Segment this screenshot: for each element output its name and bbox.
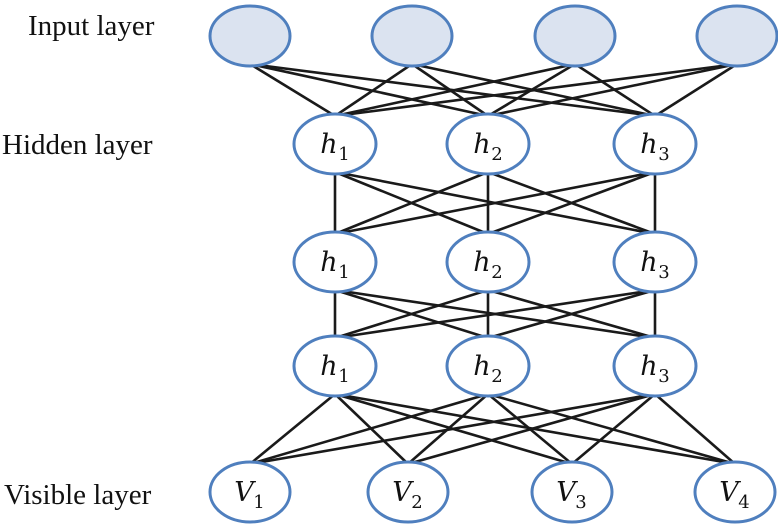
hidden2-node-subscript: 1 bbox=[338, 262, 349, 283]
edge-input-4-hidden1-3 bbox=[654, 62, 738, 118]
edge-hidden2-2-hidden3-1 bbox=[334, 288, 489, 340]
visible-layer-label: Visible layer bbox=[4, 479, 152, 511]
hidden1-node-circle bbox=[445, 112, 531, 176]
hidden2-node-circle bbox=[445, 230, 531, 294]
input-node-circle bbox=[208, 4, 292, 68]
hidden3-node-subscript: 3 bbox=[658, 366, 669, 387]
edge-input-4-hidden1-2 bbox=[487, 62, 738, 118]
hidden2-node-subscript: 3 bbox=[658, 262, 669, 283]
edge-hidden3-3-visible-3 bbox=[571, 393, 656, 465]
edge-hidden3-2-visible-1 bbox=[249, 392, 489, 466]
visible-node-label: V bbox=[234, 477, 256, 508]
hidden2-node-label: h bbox=[320, 247, 337, 278]
hidden1-node-label: h bbox=[473, 129, 490, 160]
edge-hidden2-3-hidden3-2 bbox=[487, 288, 656, 340]
input-node-4 bbox=[695, 4, 778, 68]
edge-hidden3-3-visible-2 bbox=[407, 392, 656, 466]
edge-input-1-hidden1-2 bbox=[249, 62, 489, 118]
hidden2-node-subscript: 2 bbox=[491, 262, 502, 283]
hidden1-node-subscript: 2 bbox=[491, 144, 502, 165]
hidden1-node-label: h bbox=[320, 129, 337, 160]
input-node-2 bbox=[370, 4, 454, 68]
hidden3-node-circle bbox=[445, 334, 531, 398]
edge-hidden1-3-hidden2-1 bbox=[334, 170, 656, 236]
visible-node-circle bbox=[530, 460, 614, 524]
input-node-3 bbox=[533, 4, 617, 68]
hidden-layer-label: Hidden layer bbox=[2, 129, 153, 161]
input-node-circle bbox=[695, 4, 778, 68]
hidden3-node-subscript: 1 bbox=[338, 366, 349, 387]
input-node-circle bbox=[370, 4, 454, 68]
edge-hidden1-3-hidden2-2 bbox=[487, 170, 656, 236]
hidden3-node-circle bbox=[292, 334, 378, 398]
visible-node-circle bbox=[208, 460, 292, 524]
hidden1-node-circle bbox=[292, 112, 378, 176]
visible-node-subscript: 3 bbox=[575, 492, 586, 513]
hidden1-node-circle bbox=[612, 112, 698, 176]
hidden1-node-subscript: 1 bbox=[338, 144, 349, 165]
input-node-circle bbox=[533, 4, 617, 68]
visible-node-label: V bbox=[392, 477, 414, 508]
hidden2-node-label: h bbox=[473, 247, 490, 278]
input-layer-label: Input layer bbox=[28, 10, 155, 42]
edge-input-1-hidden1-1 bbox=[249, 62, 336, 118]
edge-input-2-hidden1-1 bbox=[334, 62, 413, 118]
hidden3-node-subscript: 2 bbox=[491, 366, 502, 387]
visible-node-label: V bbox=[719, 477, 741, 508]
hidden3-node-label: h bbox=[320, 351, 337, 382]
visible-node-label: V bbox=[556, 477, 578, 508]
edge-hidden3-1-visible-1 bbox=[249, 392, 336, 466]
hidden3-node-label: h bbox=[640, 351, 657, 382]
edge-hidden2-3-hidden3-1 bbox=[334, 288, 656, 340]
visible-node-circle bbox=[693, 460, 777, 524]
hidden3-node-circle bbox=[612, 334, 698, 398]
edges-group bbox=[249, 62, 738, 466]
hidden2-node-label: h bbox=[640, 247, 657, 278]
edge-hidden3-3-visible-1 bbox=[249, 392, 656, 466]
visible-node-circle bbox=[366, 460, 450, 524]
hidden3-node-label: h bbox=[473, 351, 490, 382]
visible-node-subscript: 4 bbox=[738, 492, 749, 513]
hidden1-node-label: h bbox=[640, 129, 657, 160]
visible-node-subscript: 2 bbox=[411, 492, 422, 513]
edge-input-3-hidden1-1 bbox=[334, 62, 576, 118]
hidden2-node-circle bbox=[292, 230, 378, 294]
edge-hidden3-3-visible-4 bbox=[654, 393, 736, 465]
visible-node-subscript: 1 bbox=[253, 492, 264, 513]
hidden2-node-circle bbox=[612, 230, 698, 294]
input-node-1 bbox=[208, 4, 292, 68]
edge-hidden1-2-hidden2-1 bbox=[334, 170, 489, 236]
hidden1-node-subscript: 3 bbox=[658, 144, 669, 165]
edge-input-4-hidden1-1 bbox=[334, 62, 738, 118]
